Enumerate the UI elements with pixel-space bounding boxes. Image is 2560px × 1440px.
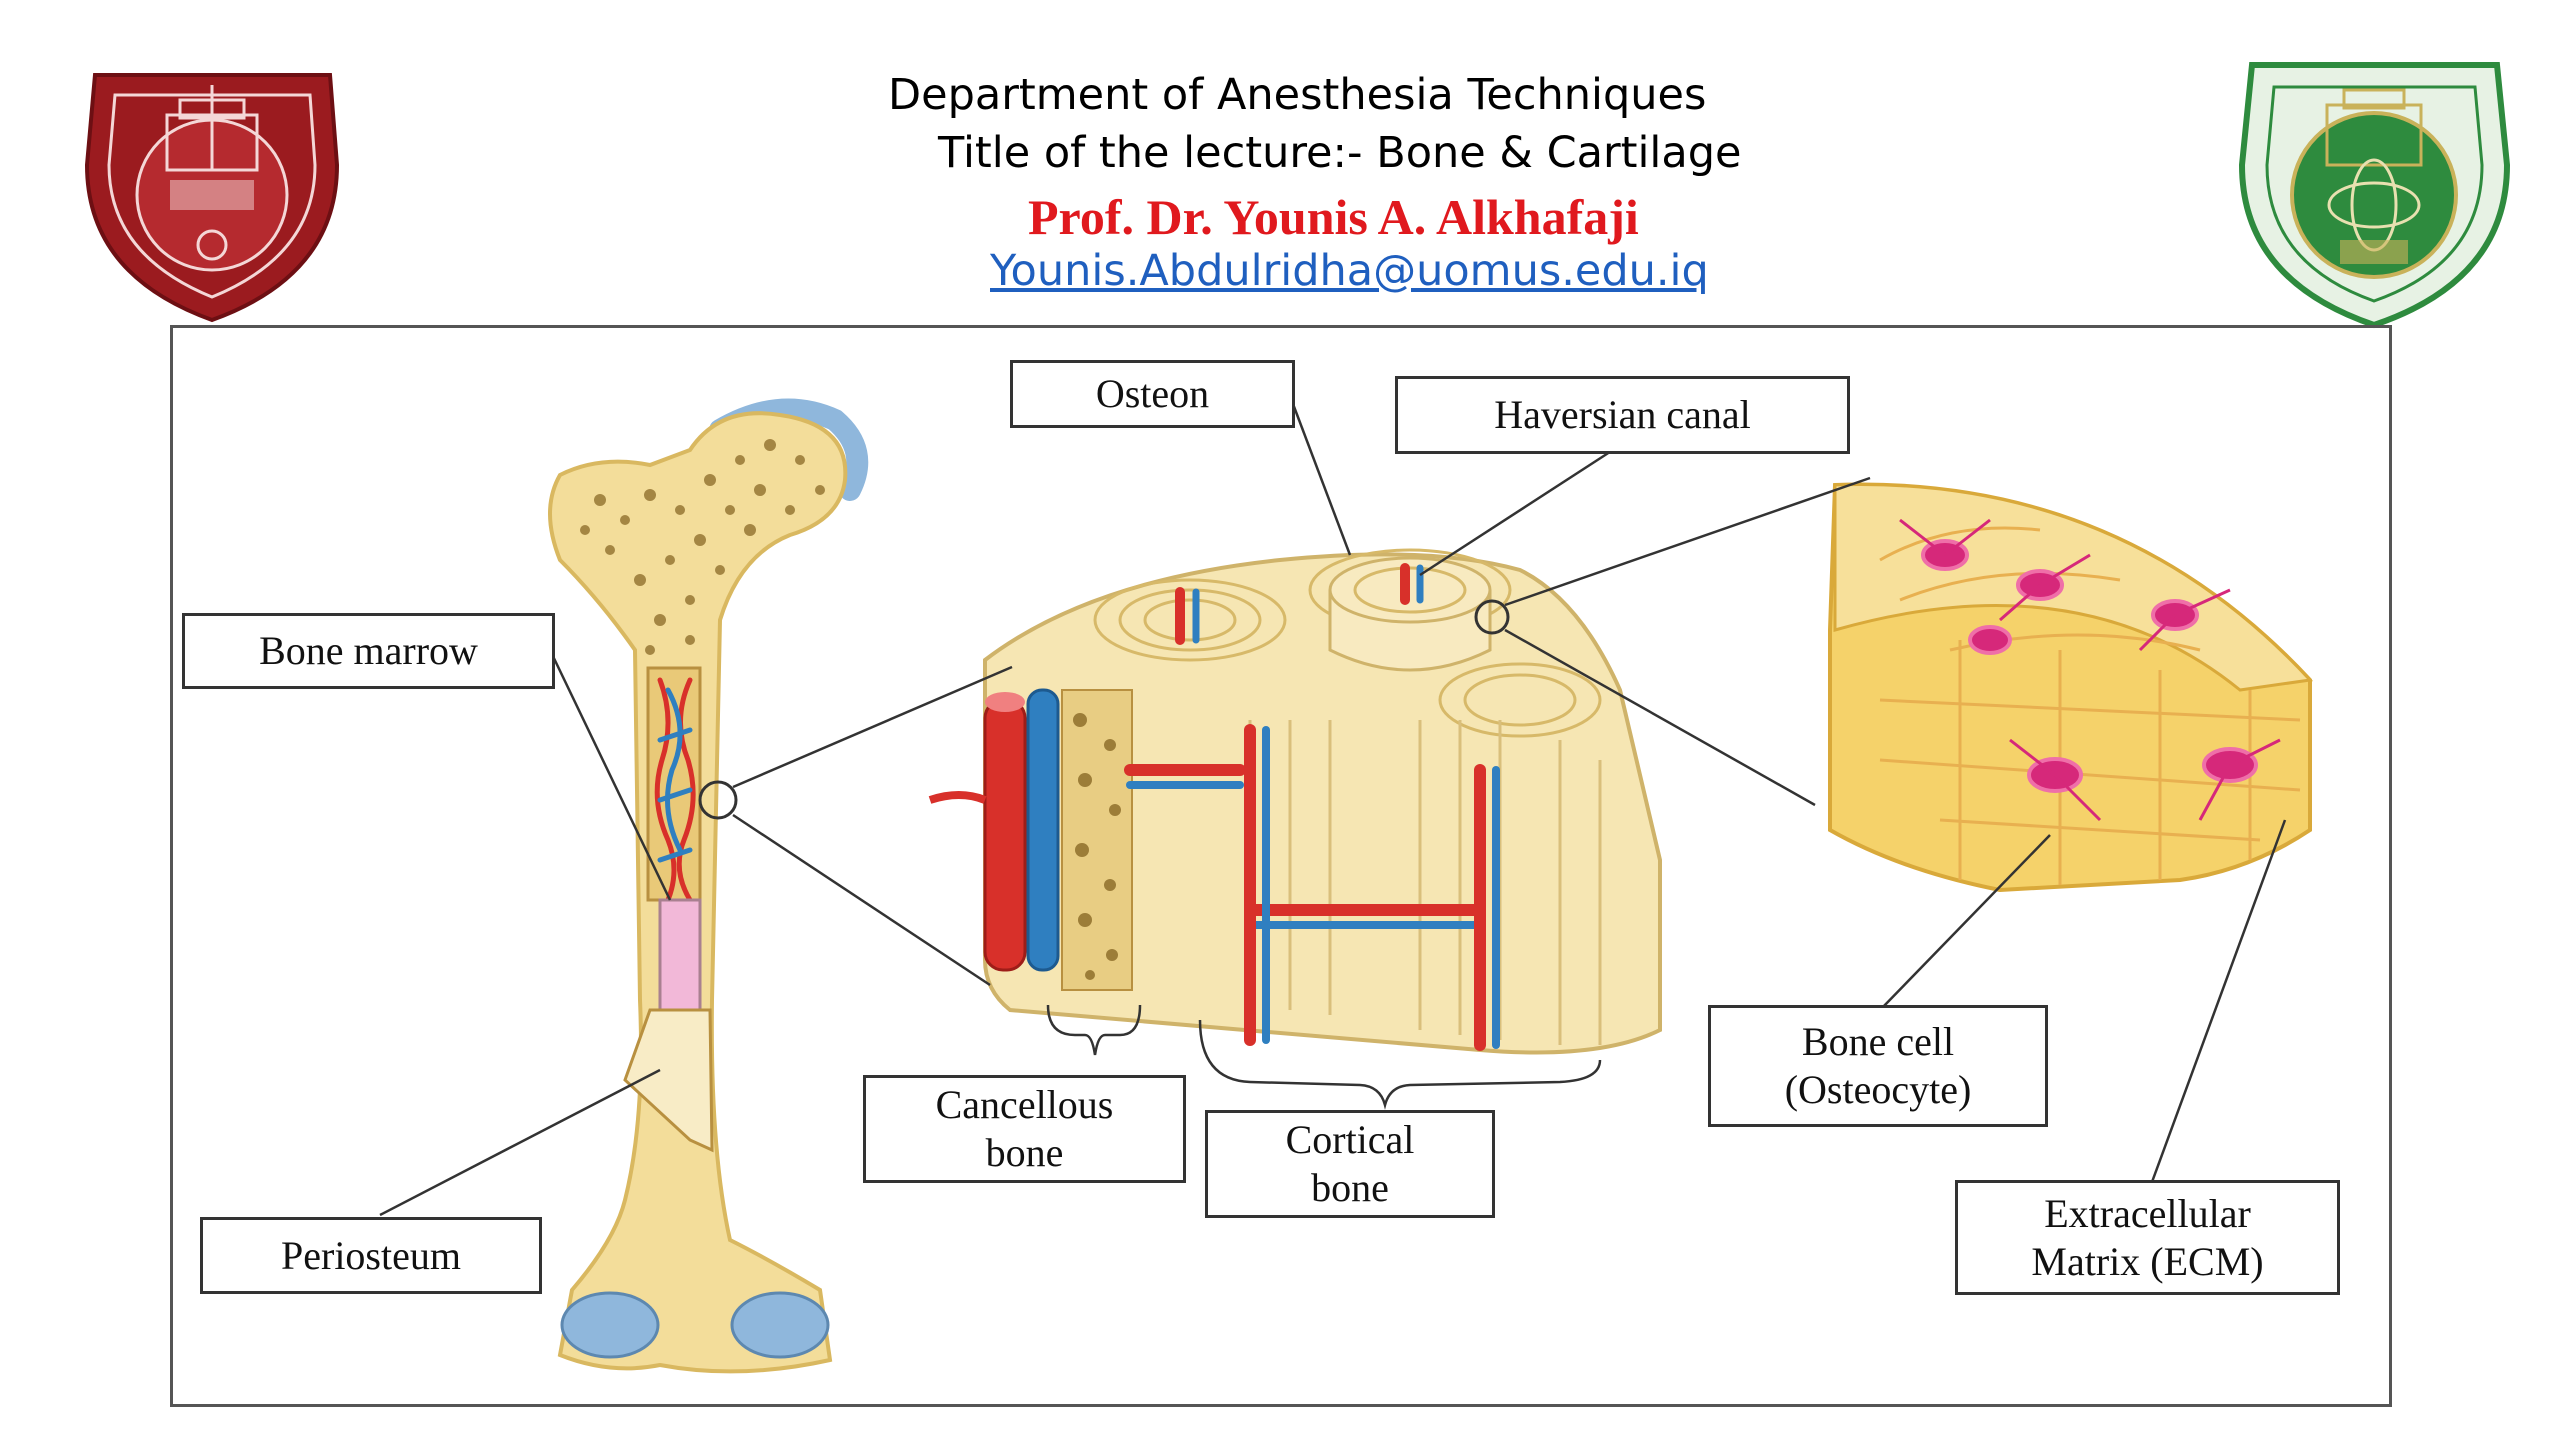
cortical-bone-wedge xyxy=(928,548,1662,1055)
department-title: Department of Anesthesia Techniques xyxy=(888,70,1707,120)
cancellous-bone-label-line2: bone xyxy=(985,1130,1064,1175)
slide-header: Department of Anesthesia Techniques Titl… xyxy=(0,0,2560,330)
osteon-label-text: Osteon xyxy=(1095,371,1210,416)
ecm-label-line1: Extracellular xyxy=(2044,1190,2251,1236)
osteon-label: Osteon xyxy=(1010,360,1295,428)
bone-cell-label: Bone cell (Osteocyte) xyxy=(1708,1005,2048,1127)
leader-lines xyxy=(379,395,2287,1217)
al-mustaqbal-university-seal-icon xyxy=(2238,62,2511,329)
cortical-bone-label-line2: bone xyxy=(1311,1165,1389,1210)
haversian-canal-label: Haversian canal xyxy=(1395,376,1850,454)
periosteum-label: Periosteum xyxy=(200,1217,542,1294)
ecm-label-line2: Matrix (ECM) xyxy=(2031,1238,2264,1284)
bone-cell-label-line2: (Osteocyte) xyxy=(1784,1067,1972,1112)
lecture-title: Title of the lecture:- Bone & Cartilage xyxy=(938,128,1742,178)
bone-marrow-label-text: Bone marrow xyxy=(259,628,478,673)
al-mustaqbal-college-seal-icon xyxy=(84,73,340,323)
cortical-bone-label: Cortical bone xyxy=(1205,1110,1495,1218)
femur-illustration xyxy=(548,398,869,1374)
periosteum-label-text: Periosteum xyxy=(281,1232,461,1278)
email-link[interactable]: Younis.Abdulridha@uomus.edu.iq xyxy=(990,246,1709,296)
bone-marrow-label: Bone marrow xyxy=(182,613,555,689)
diagram-frame xyxy=(170,325,2392,1407)
cortical-bone-label-line1: Cortical xyxy=(1285,1117,1415,1162)
osteocyte-matrix-chunk xyxy=(1828,482,2314,893)
cancellous-bone-label: Cancellous bone xyxy=(863,1075,1186,1183)
cancellous-bone-label-line1: Cancellous xyxy=(935,1082,1114,1127)
ecm-label: Extracellular Matrix (ECM) xyxy=(1955,1180,2340,1295)
haversian-canal-label-text: Haversian canal xyxy=(1494,392,1751,437)
bone-cell-label-line1: Bone cell xyxy=(1801,1019,1955,1064)
professor-name: Prof. Dr. Younis A. Alkhafaji xyxy=(1028,189,1639,245)
